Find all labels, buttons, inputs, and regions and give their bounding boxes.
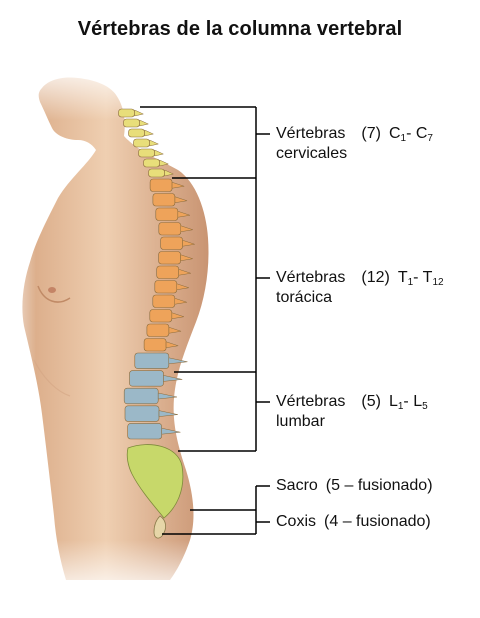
thoracic-vertebra <box>155 207 179 221</box>
sacrum-bone <box>126 444 184 519</box>
cervical-spinous-process <box>139 119 150 127</box>
thoracic-vertebra <box>149 309 173 323</box>
cervical-vertebra <box>148 168 165 178</box>
thoracic-vertebra <box>152 294 176 308</box>
lumbar-vertebra <box>124 405 160 422</box>
thoracic-vertebra <box>146 323 170 337</box>
cervical-vertebra <box>128 128 145 138</box>
cervical-vertebra <box>118 108 135 118</box>
thoracic-spinous-process <box>178 268 191 276</box>
thoracic-spinous-process <box>177 210 191 218</box>
thoracic-vertebra <box>160 236 183 250</box>
thoracic-spinous-process <box>180 225 193 233</box>
thoracic-spinous-process <box>182 239 195 247</box>
body-silhouette <box>22 77 209 581</box>
diagram-title: Vértebras de la columna vertebral <box>77 18 403 40</box>
thoracic-spinous-process <box>176 283 189 291</box>
thoracic-vertebra <box>158 222 182 236</box>
thoracic-vertebra <box>156 265 179 279</box>
cervical-spinous-process <box>159 159 170 167</box>
cervical-vertebra <box>123 118 140 128</box>
thoracic-spinous-process <box>174 196 188 204</box>
lumbar-vertebra <box>123 387 159 405</box>
label-sacrum: Sacro(5 – fusionado) <box>276 477 433 494</box>
nipple <box>48 287 56 293</box>
cervical-spinous-process <box>144 129 155 137</box>
cervical-vertebra <box>133 138 150 148</box>
thoracic-spinous-process <box>180 254 193 262</box>
thoracic-vertebra <box>158 251 181 265</box>
vertebral-column <box>118 108 195 539</box>
chest-contour <box>37 285 71 303</box>
label-cervical: Vértebras(7)C1- C7 cervicales <box>276 125 433 162</box>
label-lumbar: Vértebras(5)L1- L5 lumbar <box>276 393 428 430</box>
bracket-lines <box>140 106 270 535</box>
label-coccyx: Coxis(4 – fusionado) <box>276 513 431 530</box>
thoracic-vertebra <box>152 193 176 207</box>
thoracic-vertebra <box>149 178 173 192</box>
cervical-spinous-process <box>164 169 175 177</box>
coccyx-bone <box>153 515 166 539</box>
lumbar-vertebra <box>134 352 170 369</box>
cervical-vertebra <box>138 148 155 158</box>
cervical-spinous-process <box>134 109 145 117</box>
lumbar-spinous-process <box>168 357 188 365</box>
abdomen-contour <box>33 359 71 397</box>
thoracic-spinous-process <box>171 312 185 320</box>
cervical-vertebra <box>143 158 160 168</box>
thoracic-vertebra <box>143 338 167 352</box>
lumbar-spinous-process <box>157 392 177 400</box>
thoracic-spinous-process <box>168 326 182 334</box>
lumbar-spinous-process <box>158 410 178 417</box>
thoracic-vertebra <box>154 280 178 294</box>
thoracic-spinous-process <box>165 341 179 349</box>
label-thoracic: Vértebras(12)T1- T12 torácica <box>276 269 444 306</box>
lumbar-spinous-process <box>161 427 181 435</box>
lumbar-spinous-process <box>163 375 183 382</box>
thoracic-spinous-process <box>171 181 185 189</box>
lumbar-vertebra <box>127 423 162 440</box>
thoracic-spinous-process <box>174 297 187 305</box>
lumbar-vertebra <box>129 370 164 387</box>
cervical-spinous-process <box>154 149 165 157</box>
cervical-spinous-process <box>149 139 160 147</box>
